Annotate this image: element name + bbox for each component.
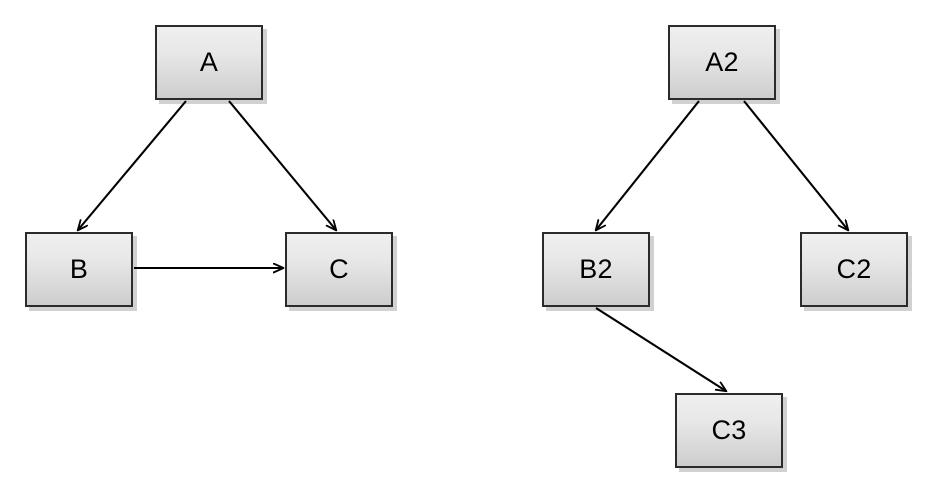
node-c-label: C	[329, 254, 349, 284]
node-c[interactable]: C	[285, 232, 393, 307]
node-a-label: A	[199, 47, 219, 77]
node-b[interactable]: B	[25, 232, 133, 307]
edge-a2-to-b2[interactable]	[596, 100, 700, 230]
node-c3-label: C3	[711, 415, 747, 445]
node-a[interactable]: A	[155, 25, 263, 100]
node-c2[interactable]: C2	[800, 232, 908, 307]
edge-a-to-c[interactable]	[228, 100, 336, 230]
edge-a2-to-c2[interactable]	[743, 100, 848, 230]
edge-b2-to-c3[interactable]	[595, 307, 726, 391]
node-a2[interactable]: A2	[668, 25, 776, 100]
node-b2-label: B2	[579, 254, 613, 284]
edge-a-to-b[interactable]	[78, 100, 187, 230]
node-c2-label: C2	[836, 254, 872, 284]
node-c3[interactable]: C3	[675, 393, 783, 468]
node-a2-label: A2	[705, 47, 739, 77]
node-b-label: B	[69, 254, 89, 284]
node-b2[interactable]: B2	[542, 232, 650, 307]
